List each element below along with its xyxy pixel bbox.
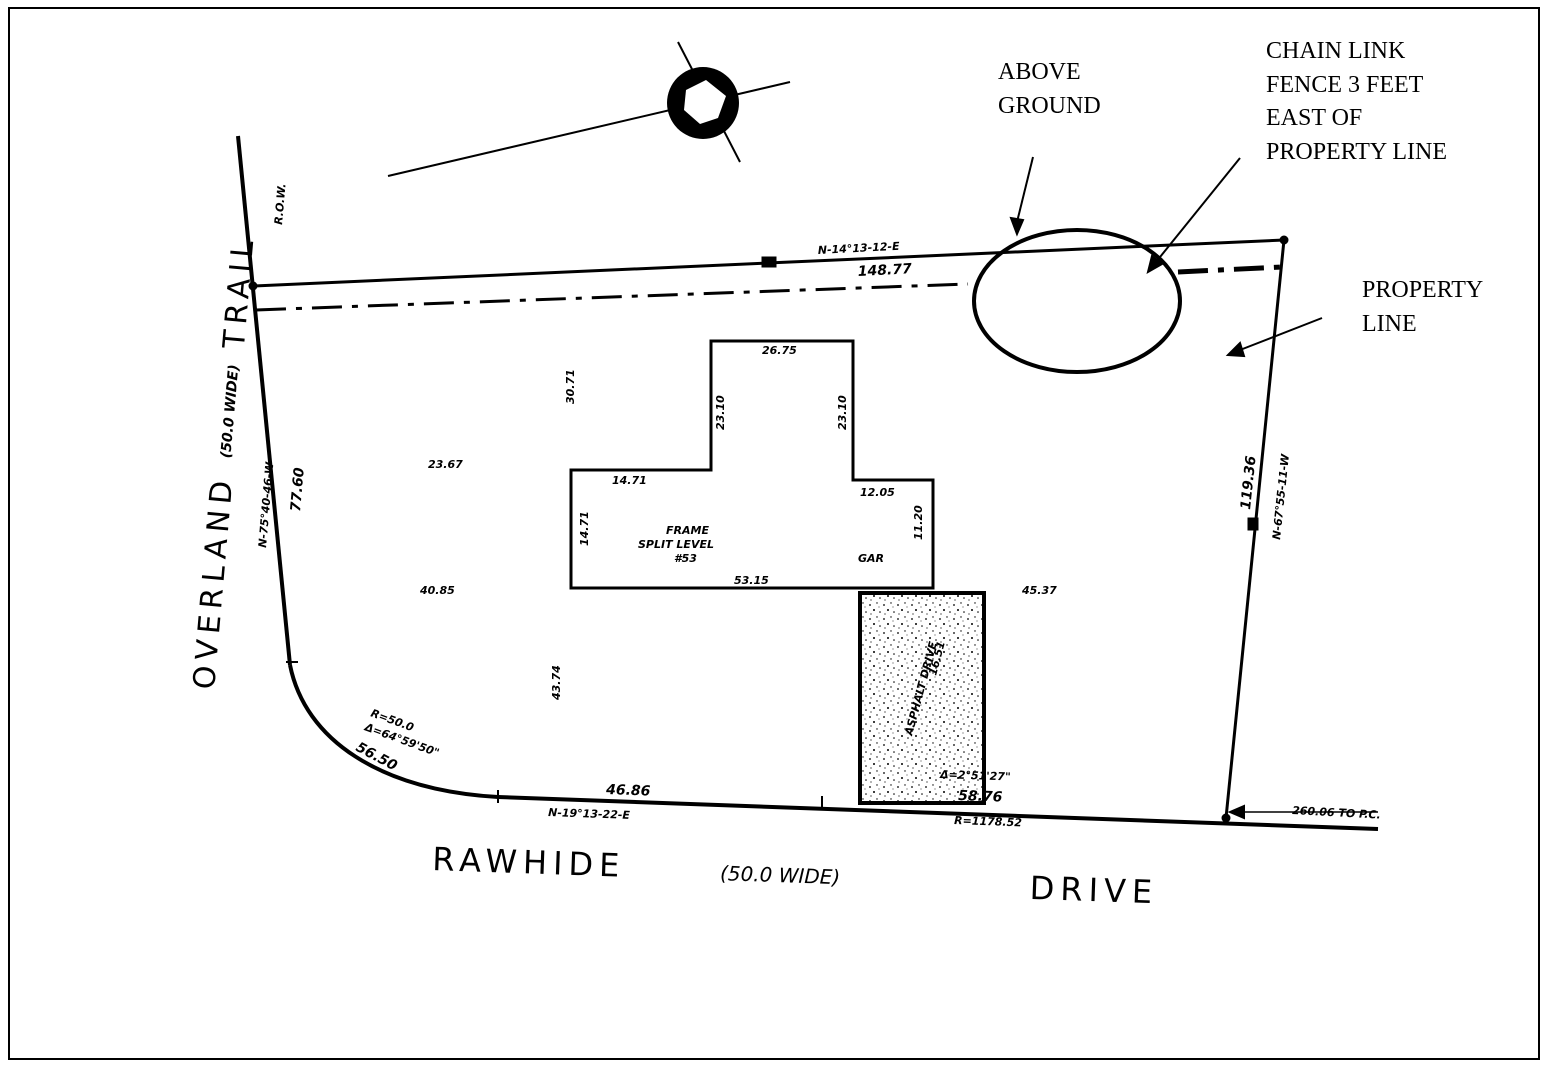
chain-link-label-3: EAST OF [1266,105,1362,131]
house-label-1: FRAME [666,524,709,537]
above-ground-label-2: GROUND [998,93,1101,119]
to-poc-label: 260.06 TO P.C. [1292,804,1381,822]
arc2-delta: Δ=2°51'27" [939,768,1011,783]
above-ground-label-1: ABOVE [998,59,1081,85]
asphalt-driveway [858,591,986,805]
setback-right: 45.37 [1021,584,1057,597]
overland-width-label: (50.0 WIDE) [218,364,242,459]
arc2-length: 58.76 [958,788,1003,806]
house-dim-top: 26.75 [762,344,797,357]
house-dim-right-top: 12.05 [860,486,895,499]
property-boundary [236,135,1379,831]
setback-rear: 30.71 [564,369,577,404]
east-bearing: N-67°55-11-W [1270,453,1292,541]
house-dim-right-wing: 23.10 [836,395,849,430]
chain-link-label-4: PROPERTY LINE [1266,139,1447,165]
north-length: 148.77 [857,261,912,280]
west-length: 77.60 [288,467,308,513]
house-dim-bottom: 53.15 [734,574,769,587]
above-ground-pool [972,228,1182,374]
chain-link-label-1: CHAIN LINK [1266,38,1406,64]
document-frame [8,7,1540,1060]
row-label: R.O.W. [272,183,289,225]
trail-label: TRAIL [217,233,262,351]
property-line-label-1: PROPERTY [1362,277,1483,303]
chain-link-fence [255,264,1283,312]
overland-trail-label: OVERLAND (50.0 WIDE) TRAIL [187,233,262,690]
house-dim-right-side: 11.20 [912,505,925,540]
north-arrow-icon [387,41,791,177]
rawhide-label: RAWHIDE [432,840,626,885]
chain-link-label-2: FENCE 3 FEET [1266,72,1424,98]
curve-property-line [288,664,499,799]
garage-label: GAR [858,552,884,565]
house-footprint [569,339,935,590]
south-property-line [497,795,1379,831]
north-bearing: N-14°13-12-E [817,240,900,257]
house-label-3: #53 [674,552,697,565]
setback-left-lower: 40.85 [419,584,455,597]
property-line-label-2: LINE [1362,311,1417,337]
overland-label: OVERLAND [187,474,241,691]
rawhide-drive-label: RAWHIDE (50.0 WIDE) DRIVE [432,840,1159,911]
arc2-radius: R=1178.52 [954,814,1023,829]
callout-arrows [1009,156,1378,820]
setback-left-upper: 23.67 [428,458,463,471]
south-bearing: N-19°13-22-E [548,806,631,822]
drive-label: DRIVE [1029,869,1159,911]
east-length: 119.36 [1238,455,1260,511]
rawhide-width-label: (50.0 WIDE) [720,861,841,889]
house-dim-left-wing: 23.10 [714,395,727,430]
south-length: 46.86 [605,782,651,800]
house-label-2: SPLIT LEVEL [638,538,714,551]
house-dim-left-top: 14.71 [612,474,647,487]
west-property-line [236,135,292,666]
house-dim-left-side: 14.71 [578,511,591,546]
setback-front: 43.74 [550,665,563,701]
